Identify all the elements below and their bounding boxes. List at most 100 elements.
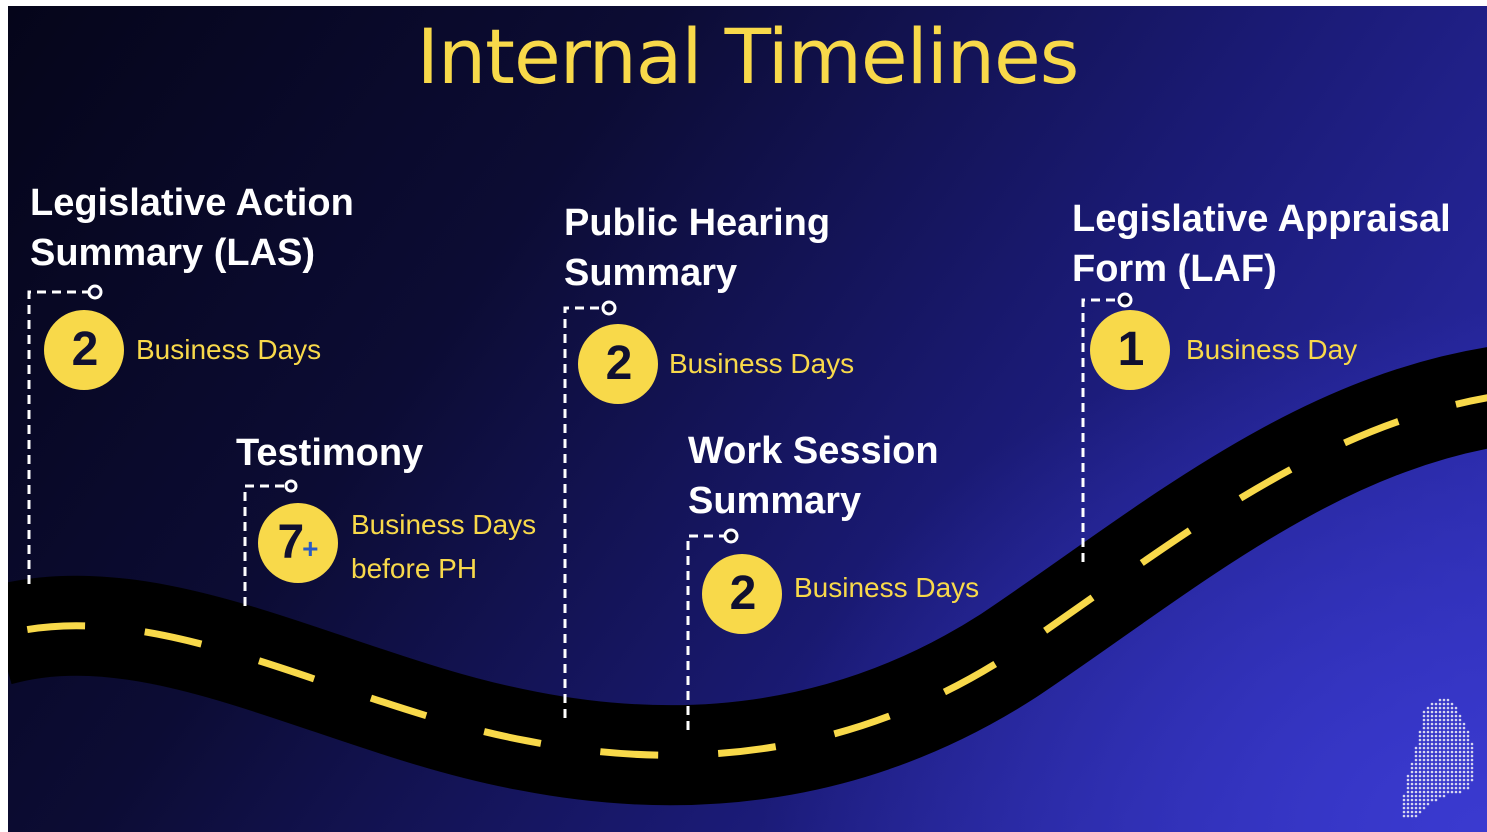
map-dot xyxy=(1414,814,1418,818)
map-dot xyxy=(1410,770,1414,774)
map-dot xyxy=(1434,730,1438,734)
milestone-heading-public-hearing: Public Hearing Summary xyxy=(564,198,830,298)
map-dot xyxy=(1458,750,1462,754)
map-dot xyxy=(1418,746,1422,750)
map-dot xyxy=(1438,750,1442,754)
map-dot xyxy=(1422,734,1426,738)
map-dot xyxy=(1426,754,1430,758)
map-dot xyxy=(1466,734,1470,738)
map-dot xyxy=(1466,738,1470,742)
heading-line: Summary xyxy=(688,480,862,522)
map-dot xyxy=(1454,778,1458,782)
map-dot xyxy=(1406,782,1410,786)
map-dot xyxy=(1426,714,1430,718)
map-dot xyxy=(1470,774,1474,778)
map-dot xyxy=(1458,754,1462,758)
map-dot xyxy=(1442,698,1446,702)
map-dot xyxy=(1438,730,1442,734)
map-dot xyxy=(1422,738,1426,742)
map-dot xyxy=(1454,770,1458,774)
map-dot xyxy=(1406,790,1410,794)
map-dot xyxy=(1462,742,1466,746)
map-dot xyxy=(1458,766,1462,770)
heading-line: Public Hearing xyxy=(564,202,831,244)
map-dot xyxy=(1434,758,1438,762)
map-dot xyxy=(1422,718,1426,722)
milestone-heading-las: Legislative Action Summary (LAS) xyxy=(30,178,354,278)
map-dot xyxy=(1414,810,1418,814)
map-dot xyxy=(1434,718,1438,722)
map-dot xyxy=(1418,762,1422,766)
map-dot xyxy=(1450,782,1454,786)
connector-lines xyxy=(27,284,1474,818)
map-dot xyxy=(1418,794,1422,798)
map-dot xyxy=(1438,734,1442,738)
map-dot xyxy=(1446,750,1450,754)
map-dot xyxy=(1446,702,1450,706)
map-dot xyxy=(1434,754,1438,758)
map-dot xyxy=(1430,722,1434,726)
map-dot xyxy=(1454,754,1458,758)
map-dot xyxy=(1462,746,1466,750)
map-dot xyxy=(1410,774,1414,778)
map-dot xyxy=(1430,714,1434,718)
map-dot xyxy=(1422,758,1426,762)
map-dot xyxy=(1410,794,1414,798)
map-dot xyxy=(1430,710,1434,714)
map-dot xyxy=(1446,730,1450,734)
map-dot xyxy=(1458,746,1462,750)
map-dot xyxy=(1434,714,1438,718)
map-dot xyxy=(1430,750,1434,754)
map-dot xyxy=(1438,766,1442,770)
connector-end-dot xyxy=(723,528,739,544)
map-dot xyxy=(1446,762,1450,766)
day-count-badge-laf: 1 xyxy=(1090,310,1170,390)
map-dot xyxy=(1446,782,1450,786)
map-dot xyxy=(1446,790,1450,794)
connector-work-session xyxy=(686,534,724,730)
connector-end-dot xyxy=(1117,292,1133,308)
map-dot xyxy=(1458,726,1462,730)
map-dot xyxy=(1454,718,1458,722)
map-dot xyxy=(1438,722,1442,726)
map-dot xyxy=(1466,778,1470,782)
map-dot xyxy=(1434,790,1438,794)
map-dot xyxy=(1446,734,1450,738)
milestone-heading-work-session: Work Session Summary xyxy=(688,426,939,526)
map-dot xyxy=(1442,782,1446,786)
map-dot xyxy=(1430,770,1434,774)
map-dot xyxy=(1454,738,1458,742)
map-dot xyxy=(1414,758,1418,762)
map-dot xyxy=(1418,802,1422,806)
map-dot xyxy=(1430,702,1434,706)
map-dot xyxy=(1454,750,1458,754)
map-dot xyxy=(1450,722,1454,726)
map-dot xyxy=(1446,742,1450,746)
map-dot xyxy=(1406,794,1410,798)
map-dot xyxy=(1406,802,1410,806)
map-dot xyxy=(1450,726,1454,730)
map-dot xyxy=(1418,738,1422,742)
map-dot xyxy=(1450,718,1454,722)
map-dot xyxy=(1402,798,1406,802)
map-dot xyxy=(1470,770,1474,774)
map-dot xyxy=(1446,758,1450,762)
map-dot xyxy=(1446,718,1450,722)
map-dot xyxy=(1410,766,1414,770)
map-dot xyxy=(1414,746,1418,750)
map-dot xyxy=(1434,770,1438,774)
map-dot xyxy=(1422,730,1426,734)
map-dot xyxy=(1418,790,1422,794)
map-dot xyxy=(1422,778,1426,782)
map-dot xyxy=(1430,718,1434,722)
map-dot xyxy=(1442,786,1446,790)
map-dot xyxy=(1466,782,1470,786)
days-label-testimony: Business Days before PH xyxy=(351,503,536,591)
map-dot xyxy=(1430,786,1434,790)
map-dot xyxy=(1414,754,1418,758)
map-dot xyxy=(1446,714,1450,718)
map-dot xyxy=(1438,710,1442,714)
map-dot xyxy=(1422,794,1426,798)
map-dot xyxy=(1434,798,1438,802)
days-label-las: Business Days xyxy=(136,328,321,372)
